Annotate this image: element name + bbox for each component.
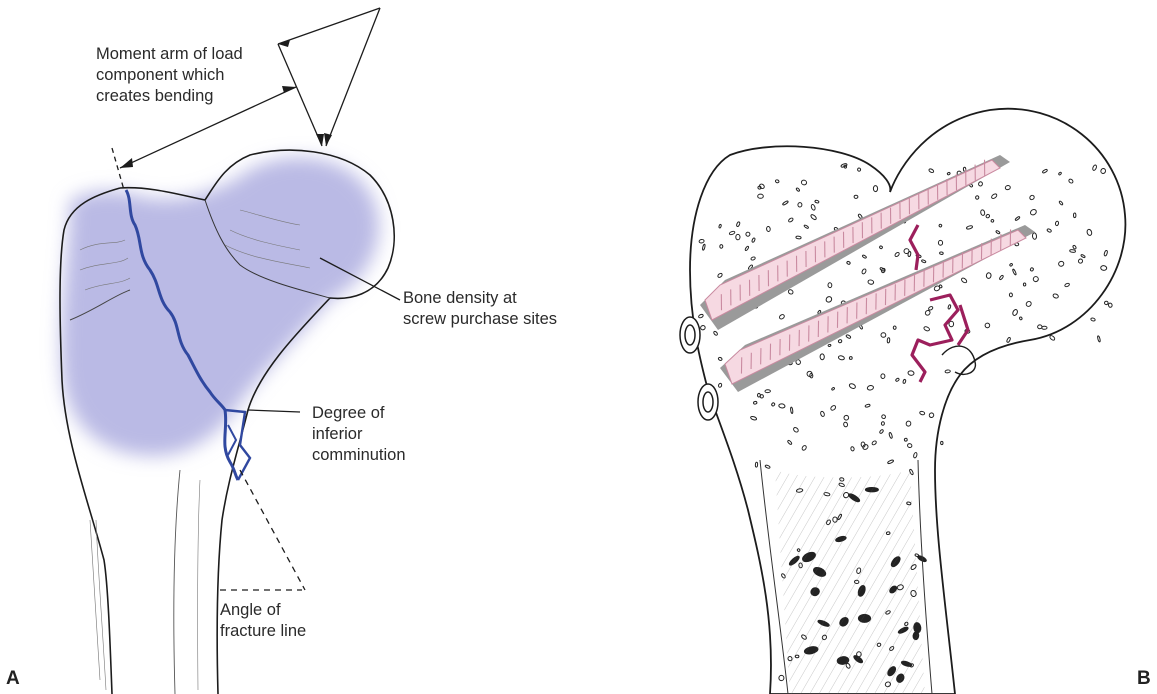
label-bone-density-line-1: Bone density at (403, 288, 557, 309)
comminution-fragment (225, 410, 250, 480)
panel-a-femur (60, 8, 400, 694)
trabecular-pore (1049, 335, 1055, 341)
panel-letter-a: A (6, 668, 20, 690)
label-fracture-angle-line-2: fracture line (220, 621, 306, 642)
shaft-trabecular-hatch (775, 470, 925, 694)
panel-b-femur-section (680, 109, 1125, 694)
panel-letter-b: B (1137, 668, 1151, 690)
trabecular-pore (1097, 336, 1101, 343)
trabecular-pore (1090, 317, 1095, 321)
label-moment-arm: Moment arm of load component which creat… (96, 44, 243, 107)
label-comminution-line-2: inferior (312, 424, 406, 445)
label-comminution: Degree of inferior comminution (312, 403, 406, 466)
trabecular-pore (941, 441, 943, 444)
trabecular-pore (1104, 301, 1108, 304)
trabecular-pore (1108, 303, 1112, 308)
label-bone-density: Bone density at screw purchase sites (403, 288, 557, 330)
label-moment-arm-line-2: component which (96, 65, 243, 86)
shaft-contour-line (174, 470, 180, 694)
label-comminution-line-1: Degree of (312, 403, 406, 424)
label-fracture-angle: Angle of fracture line (220, 600, 306, 642)
label-bone-density-line-2: screw purchase sites (403, 309, 557, 330)
label-moment-arm-line-3: creates bending (96, 86, 243, 107)
comminution-fragment-inner (228, 425, 236, 455)
label-comminution-line-3: comminution (312, 445, 406, 466)
label-moment-arm-line-1: Moment arm of load (96, 44, 243, 65)
label-fracture-angle-line-1: Angle of (220, 600, 306, 621)
